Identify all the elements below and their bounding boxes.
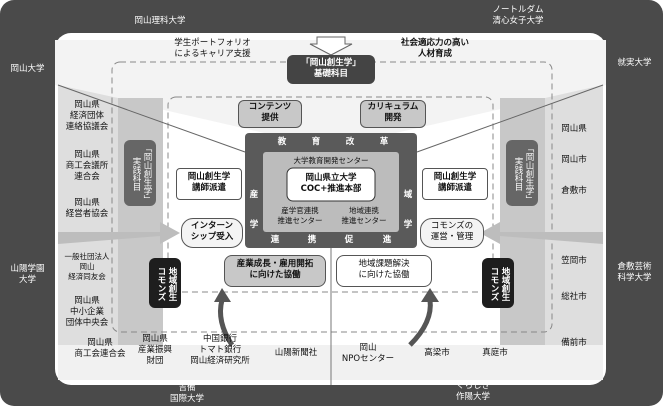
org-npo: 岡山 NPOセンター bbox=[341, 343, 395, 364]
org-kurashiki-shi: 倉敷市 bbox=[561, 186, 587, 196]
portfolio-label: 学生ポートフォリオ によるキャリア支援 bbox=[174, 38, 251, 59]
commons-un-box bbox=[420, 218, 484, 248]
contents-box bbox=[238, 100, 302, 128]
sangyo-box bbox=[224, 255, 326, 287]
kaikaku-char-3: 改 bbox=[345, 137, 355, 147]
curriculum-box bbox=[360, 100, 426, 128]
org-maniwa: 真庭市 bbox=[482, 348, 508, 358]
renkei-char-4: 進 bbox=[382, 235, 392, 245]
org-sanyo-shinbun: 山陽新聞社 bbox=[274, 348, 318, 358]
jissen-left-label: 「岡山創生学」 実践科目 bbox=[131, 144, 152, 204]
org-okayama-shi: 岡山市 bbox=[561, 155, 587, 165]
org-kasaoka-shi: 笠岡市 bbox=[561, 256, 587, 266]
contents-label: コンテンツ 提供 bbox=[248, 102, 292, 123]
renkei-char-1: 連 bbox=[270, 235, 280, 245]
org-takahashi: 高梁市 bbox=[424, 348, 450, 358]
dashed-inner bbox=[167, 96, 494, 293]
center-label: 大学教育開発センター bbox=[293, 156, 369, 165]
commons-un-label: コモンズの 運営・管理 bbox=[430, 221, 474, 242]
koshi-left-box bbox=[176, 168, 242, 200]
sangaku-left-chars: 産 学 bbox=[249, 190, 259, 230]
bottom-right-arrow bbox=[408, 299, 433, 347]
curriculum-label: カリキュラム 開発 bbox=[367, 102, 419, 123]
univ-kibi-kokusai: 吉備 国際大学 bbox=[169, 383, 204, 404]
commons-left-box bbox=[149, 258, 181, 308]
jissen-left-box bbox=[124, 140, 156, 206]
renkei-char-3: 促 bbox=[344, 235, 354, 245]
center-label-bg bbox=[281, 156, 381, 168]
org-shokokaigisho: 岡山県 商工会議所 連合会 bbox=[65, 150, 109, 182]
left-band bbox=[58, 85, 118, 345]
jinzai-label: 社会適応力の高い 人材育成 bbox=[400, 38, 469, 59]
intern-box bbox=[181, 218, 243, 248]
org-soja-shi: 総社市 bbox=[561, 292, 587, 302]
chiiki-kadai-box bbox=[336, 255, 432, 287]
bottom-left-arrow bbox=[217, 299, 235, 347]
right-band bbox=[545, 85, 603, 345]
bottom-right-arrowhead bbox=[421, 288, 439, 302]
chiiki-renkei-label: 地域連携 推進センター bbox=[341, 206, 387, 225]
intern-label: インターン シップ受入 bbox=[190, 221, 234, 242]
jissen-right-label: 「岡山創生学」 実践科目 bbox=[513, 144, 534, 204]
diag-right bbox=[416, 84, 604, 153]
top-arrow bbox=[309, 36, 353, 56]
univ-sanyo-gakuen: 山陽学園 大学 bbox=[10, 264, 45, 285]
left-arrow bbox=[58, 222, 180, 244]
right-arrow bbox=[480, 222, 603, 244]
org-keieisha: 岡山県 経営者協会 bbox=[65, 198, 109, 219]
honbu-box bbox=[286, 167, 376, 202]
kaikaku-char-4: 革 bbox=[379, 137, 389, 147]
univ-shujitsu: 就実大学 bbox=[617, 58, 652, 68]
univ-kurashiki-geijutsu: 倉敷芸術 科学大学 bbox=[617, 262, 652, 283]
diag-left bbox=[57, 84, 246, 153]
bottom-left-arrowhead bbox=[214, 288, 231, 302]
koshi-left-label: 岡山創生学 講師派遣 bbox=[187, 172, 231, 193]
koshi-right-label: 岡山創生学 講師派遣 bbox=[433, 172, 477, 193]
upper-funnel bbox=[55, 40, 606, 148]
commons-right-box bbox=[482, 258, 514, 308]
univ-okayama: 岡山大学 bbox=[10, 64, 45, 74]
sangyo-label: 産業成長・雇用開拓 に向けた協働 bbox=[236, 259, 314, 280]
org-sangyo-shinko: 岡山県 産業振興 財団 bbox=[137, 334, 172, 366]
chiiki-kadai-label: 地域課題解決 に向けた協働 bbox=[358, 259, 410, 280]
chiiki-right-chars: 域 学 bbox=[403, 190, 413, 230]
univ-kurashiki-sakuyo: くらしき 作陽大学 bbox=[455, 381, 490, 402]
kiso-label: 「岡山創生学」 基礎科目 bbox=[301, 58, 361, 79]
org-keizai-doyukai: 一般社団法人 岡山 経済同友会 bbox=[64, 252, 110, 281]
kiso-box bbox=[287, 55, 375, 84]
univ-notre-dame: ノートルダム 清心女子大学 bbox=[492, 5, 544, 26]
sangakkan-label: 産学官連携 推進センター bbox=[277, 206, 323, 225]
kaikaku-char-1: 教 bbox=[277, 137, 287, 147]
org-chusho: 岡山県 中小企業 団体中央会 bbox=[65, 296, 109, 328]
honbu-label: 岡山県立大学 COC+推進本部 bbox=[300, 173, 362, 194]
org-okayama-ken: 岡山県 bbox=[561, 124, 587, 134]
renkei-char-2: 携 bbox=[307, 235, 317, 245]
koshi-right-box bbox=[422, 168, 488, 200]
univ-okayama-rika: 岡山理科大学 bbox=[134, 16, 186, 26]
org-shokokai: 岡山県 商工会連合会 bbox=[74, 338, 126, 359]
jissen-right-box bbox=[506, 140, 538, 206]
org-banks: 中国銀行 トマト銀行 岡山経済研究所 bbox=[190, 334, 250, 366]
commons-right-label: 地域創生 コモンズ bbox=[489, 267, 510, 301]
org-keizai-dantai: 岡山県 経済団体 連絡協議会 bbox=[65, 100, 109, 132]
kaikaku-char-2: 育 bbox=[311, 137, 321, 147]
org-bizen-shi: 備前市 bbox=[561, 338, 587, 348]
commons-left-label: 地域創生 コモンズ bbox=[156, 267, 177, 301]
